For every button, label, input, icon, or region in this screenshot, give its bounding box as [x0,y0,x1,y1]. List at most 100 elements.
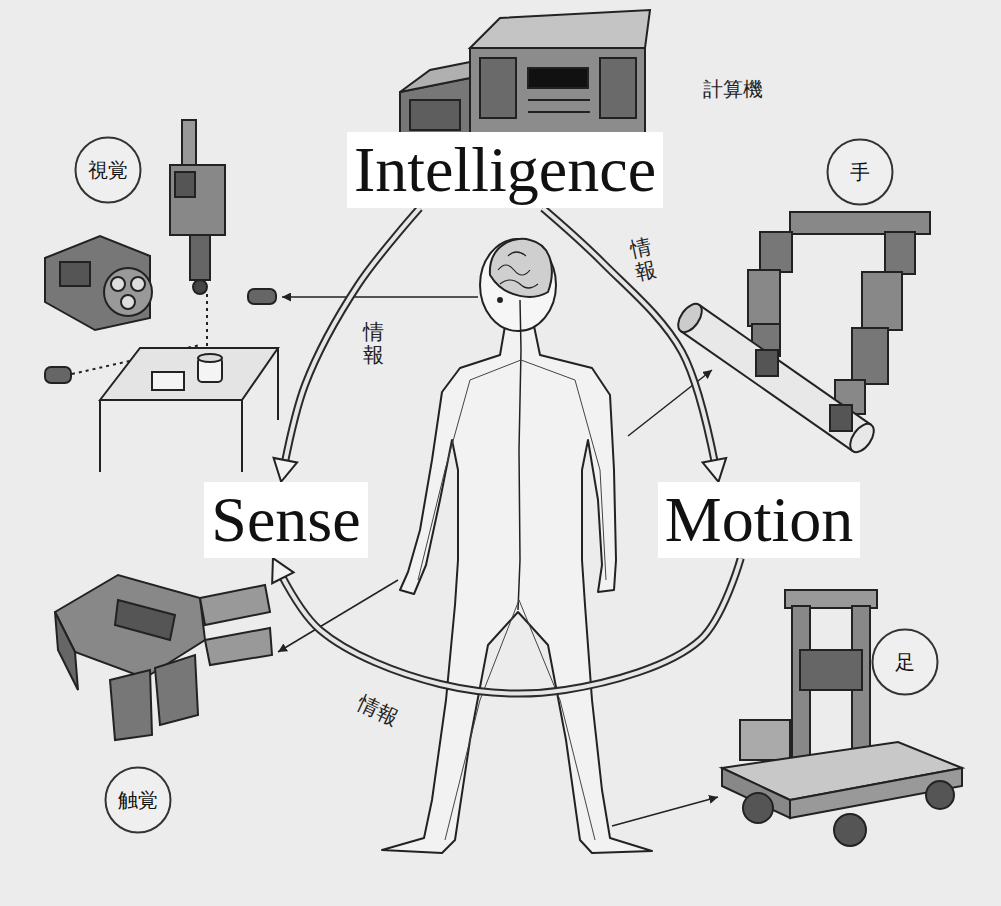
gripper-illustration [55,612,78,690]
computer-illustration [400,10,650,138]
hand-illustration [756,350,778,376]
vision-illustration [198,354,222,362]
vision-illustration [193,280,207,294]
node-label: 足 [895,651,915,673]
part-circle: 視覚 [74,136,142,204]
walker-illustration [800,650,862,690]
flow-arrow [543,208,726,482]
vision-illustration [152,372,184,390]
hand-illustration [852,328,888,384]
vision-illustration [121,295,135,309]
computer-illustration [528,111,590,113]
circle-outline [106,768,171,833]
edge-label: 情報 [352,688,405,734]
edge-label: 情報 [362,320,385,368]
flow-arrow [272,558,741,693]
human-figure [480,239,556,331]
vision-illustration [60,262,90,286]
arrow-head [703,458,727,482]
flow-arrow [274,208,420,482]
arrow-shaft [543,208,719,482]
walker-illustration [722,590,962,846]
gripper-illustration [110,670,152,740]
part-label: 計算機 [703,76,763,103]
vision-illustration [175,172,195,197]
vision-illustration [277,348,279,420]
gripper-illustration [115,600,175,640]
vision-illustration [99,400,101,472]
arrow-head [274,458,298,482]
circle-outline [873,630,938,695]
concept-box: Intelligence [347,132,663,208]
arrow-shaft [281,208,420,482]
hand-illustration [748,270,780,326]
walker-illustration [834,814,866,846]
node-label: Sense [211,485,360,555]
hand-illustration [690,318,862,438]
human-figure [382,326,652,853]
arrow-shaft [273,558,741,693]
hand-illustration [673,212,930,456]
computer-illustration [400,62,470,92]
vision-illustration [170,165,225,235]
concept-box: Motion [658,482,860,558]
human-figure [498,252,538,288]
computer-illustration [470,10,650,48]
human-figure [418,360,606,840]
hand-illustration [690,318,862,438]
human-figure [498,298,502,302]
part-circle: 手 [826,138,894,206]
human-figure [382,239,652,853]
gripper-illustration [55,575,272,740]
vision-illustration [206,294,208,355]
computer-illustration [528,99,590,101]
leader-line [612,797,718,826]
edge-label: 情報 [627,234,660,286]
gripper-illustration [205,628,272,665]
arrow-shaft [543,208,719,482]
hand-illustration [760,232,792,272]
walker-illustration [743,793,773,823]
arrow-head [272,558,293,583]
vision-illustration [45,120,278,472]
computer-illustration [470,48,645,138]
vision-illustration [100,348,278,400]
circle-outline [76,138,141,203]
hand-illustration [885,232,915,274]
computer-illustration [480,58,516,118]
computer-illustration [410,100,460,130]
concept-box: Sense [204,482,367,558]
part-circle: 触覚 [104,766,172,834]
human-figure [518,300,521,610]
node-label: Motion [665,485,853,555]
hand-illustration [862,272,902,330]
computer-illustration [600,58,636,118]
circle-outline [828,140,893,205]
gripper-illustration [155,655,198,725]
walker-illustration [926,781,954,809]
computer-illustration [528,68,588,88]
arrow-shaft [281,208,420,482]
vision-illustration [182,120,196,168]
leader-line [282,296,478,298]
walker-illustration [790,768,962,818]
walker-illustration [740,720,790,760]
gripper-illustration [200,585,270,625]
vision-illustration [241,400,243,472]
node-label: 手 [850,161,870,183]
hand-illustration [830,405,852,431]
vision-illustration [104,268,152,316]
hand-illustration [673,300,706,337]
vision-illustration [45,367,71,383]
vision-illustration [190,235,210,280]
vision-illustration [248,289,276,304]
node-label: Intelligence [354,135,656,205]
vision-illustration [131,277,145,291]
human-figure [490,239,552,297]
arrow-shaft [273,558,741,693]
hand-illustration [790,212,930,234]
node-label: 視覚 [88,159,128,181]
part-circle: 足 [871,628,939,696]
node-label: 触覚 [118,789,158,811]
vision-illustration [111,277,125,291]
